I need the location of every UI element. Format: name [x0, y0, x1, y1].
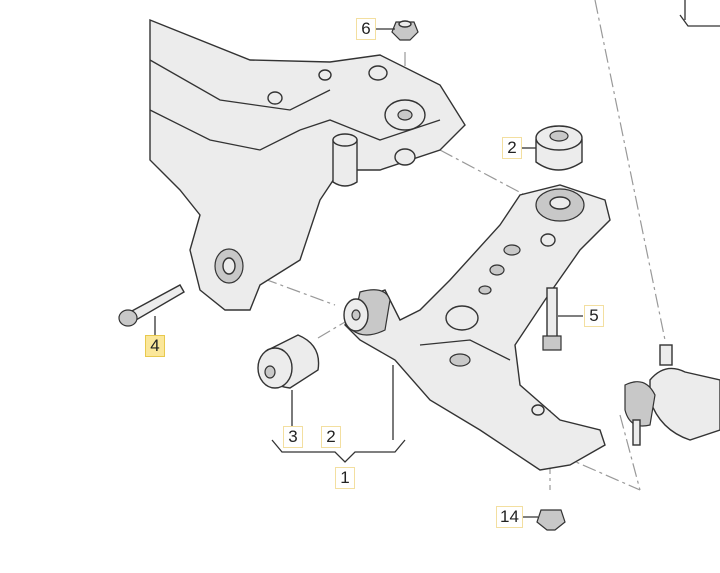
nut-6[interactable] [391, 20, 419, 41]
bolt-5[interactable] [542, 287, 562, 351]
bushing-2-upper[interactable] [535, 125, 583, 171]
callout-2-upper[interactable]: 2 [502, 137, 522, 159]
nut-14[interactable] [536, 509, 566, 531]
bushing-3[interactable] [257, 334, 320, 389]
callout-14[interactable]: 14 [496, 506, 523, 528]
callout-5[interactable]: 5 [584, 305, 604, 327]
callout-4[interactable]: 4 [145, 335, 165, 357]
callout-1[interactable]: 1 [335, 467, 355, 489]
bolt-4[interactable] [118, 284, 185, 327]
ball-joint[interactable] [624, 344, 720, 446]
callout-2-lower[interactable]: 2 [321, 426, 341, 448]
subframe [149, 18, 466, 311]
leader-lines [154, 0, 720, 518]
callout-3[interactable]: 3 [283, 426, 303, 448]
control-arm[interactable] [343, 184, 611, 471]
callout-6[interactable]: 6 [356, 18, 376, 40]
